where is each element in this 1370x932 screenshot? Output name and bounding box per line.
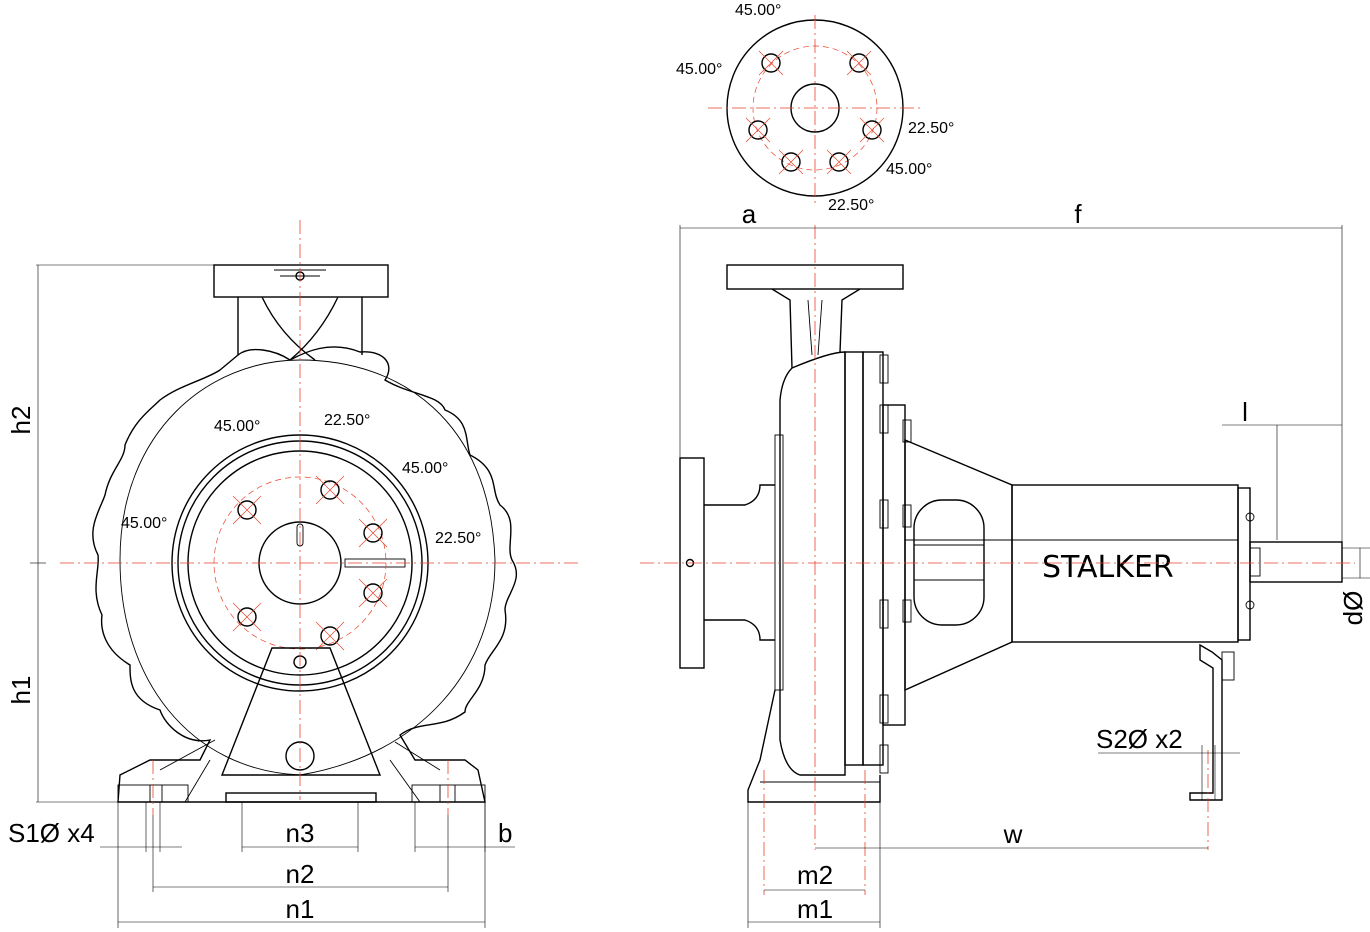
dim-a-label: a xyxy=(742,199,757,229)
dim-l-label: l xyxy=(1242,397,1248,427)
flange-detail: 45.00° 45.00° 22.50° 45.00° 22.50° xyxy=(676,2,954,214)
dim-s1-label: S1Ø x4 xyxy=(8,818,95,848)
side-view: STALKER xyxy=(640,225,1355,895)
dim-h1-label: h1 xyxy=(6,676,36,705)
dim-w-label: w xyxy=(1003,819,1023,849)
dim-s2-label: S2Ø x2 xyxy=(1096,724,1183,754)
front-angle-b: 22.50° xyxy=(324,412,370,429)
front-angle-e: 22.50° xyxy=(435,530,481,547)
dim-b-label: b xyxy=(498,818,512,848)
casing-bolts xyxy=(879,354,889,774)
dim-n3-label: n3 xyxy=(286,818,315,848)
flange-angle-right: 22.50° xyxy=(908,120,954,137)
flange-angle-top: 45.00° xyxy=(735,2,781,19)
front-angle-c: 45.00° xyxy=(402,460,448,477)
dim-h2-label: h2 xyxy=(6,406,36,435)
dim-m2-label: m2 xyxy=(797,860,833,890)
front-dimensions: h2 h1 n1 n2 n3 S1Ø x4 b xyxy=(6,264,515,928)
flange-angle-lower-right: 45.00° xyxy=(886,161,932,178)
brand-name: STALKER xyxy=(1042,550,1174,585)
dim-f-label: f xyxy=(1074,199,1082,229)
flange-bolt-holes xyxy=(745,50,885,175)
dim-n1-label: n1 xyxy=(286,894,315,924)
front-view: 45.00° 22.50° 45.00° 45.00° 22.50° xyxy=(60,220,578,815)
front-bolt-holes xyxy=(232,475,388,651)
front-angle-a: 45.00° xyxy=(214,418,260,435)
side-dimensions: a f l dØ S2Ø x2 w m2 m1 xyxy=(679,199,1370,928)
dim-m1-label: m1 xyxy=(797,894,833,924)
flange-angle-left: 45.00° xyxy=(676,61,722,78)
flange-angle-bottom: 22.50° xyxy=(828,197,874,214)
front-angle-d: 45.00° xyxy=(121,515,167,532)
dim-d-label: dØ xyxy=(1338,591,1368,626)
dim-n2-label: n2 xyxy=(286,859,315,889)
